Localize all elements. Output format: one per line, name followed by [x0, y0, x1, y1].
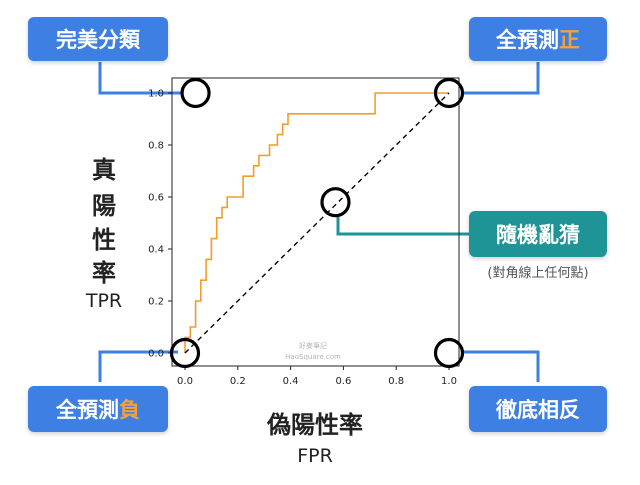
roc-series	[184, 92, 450, 354]
y-tick-label: 0.6	[148, 193, 164, 204]
x-tick-label: 0.4	[283, 376, 299, 387]
leader-perfect	[98, 62, 182, 95]
roc-curve-line	[184, 92, 449, 353]
corner-marker-circle	[320, 187, 351, 218]
x-tick-label: 0.6	[335, 376, 351, 387]
plot-frame	[171, 77, 460, 367]
y-axis-ticks: 0.0 0.2 0.4 0.6 0.8 1.0	[148, 89, 172, 360]
x-axis-label: 偽陽性率	[267, 411, 363, 439]
callout-all-positive-label: 全預測	[496, 28, 559, 52]
y-axis-label-char-2: 陽	[92, 192, 116, 220]
callout-opposite-label: 徹底相反	[496, 398, 580, 422]
y-axis-label-char-1: 真	[92, 156, 116, 184]
diagonal-chance-line	[184, 92, 450, 354]
callout-all-positive: 全預測正	[469, 17, 607, 61]
leader-opposite	[462, 350, 540, 382]
callout-all-negative: 全預測負	[28, 386, 168, 432]
y-tick-label: 0.4	[148, 245, 164, 256]
callout-perfect-classification: 完美分類	[28, 17, 168, 61]
callout-random-guess: 隨機亂猜	[469, 211, 607, 257]
y-axis-label-char-3: 性	[92, 226, 116, 254]
corner-marker-circle	[169, 337, 201, 369]
leader-all-negative	[98, 350, 178, 382]
y-tick-label: 0.8	[148, 141, 164, 152]
corner-marker-circle	[433, 77, 465, 109]
y-tick-label: 0.2	[148, 297, 164, 308]
x-axis-label-en: FPR	[297, 445, 333, 467]
y-tick-label: 0.0	[148, 349, 164, 360]
x-tick-label: 1.0	[441, 376, 457, 387]
watermark-line-1: 好麥筆記	[299, 341, 327, 350]
y-axis-label-char-4: 率	[92, 259, 116, 287]
x-tick-label: 0.2	[230, 376, 246, 387]
callout-perfect-label: 完美分類	[56, 28, 140, 52]
leader-guess	[336, 216, 470, 236]
callout-all-negative-label: 全預測	[56, 398, 119, 422]
callout-random-guess-label: 隨機亂猜	[496, 223, 580, 247]
watermark-line-2: HaoSquare.com	[285, 353, 341, 361]
x-tick-label: 0.8	[388, 376, 404, 387]
callout-all-negative-highlight: 負	[119, 398, 140, 422]
corner-marker-circle	[433, 337, 465, 369]
leader-all-positive	[462, 62, 540, 95]
callout-all-positive-highlight: 正	[559, 28, 580, 52]
y-tick-label: 1.0	[148, 89, 164, 100]
y-axis-label-en: TPR	[85, 290, 123, 312]
callout-complete-opposite: 徹底相反	[469, 386, 607, 432]
x-tick-label: 0.0	[177, 376, 193, 387]
corner-marker-circle	[180, 77, 211, 109]
random-guess-note: (對角線上任何點)	[487, 266, 589, 281]
x-axis-ticks: 0.0 0.2 0.4 0.6 0.8 1.0	[177, 366, 457, 387]
corner-markers	[169, 77, 465, 369]
